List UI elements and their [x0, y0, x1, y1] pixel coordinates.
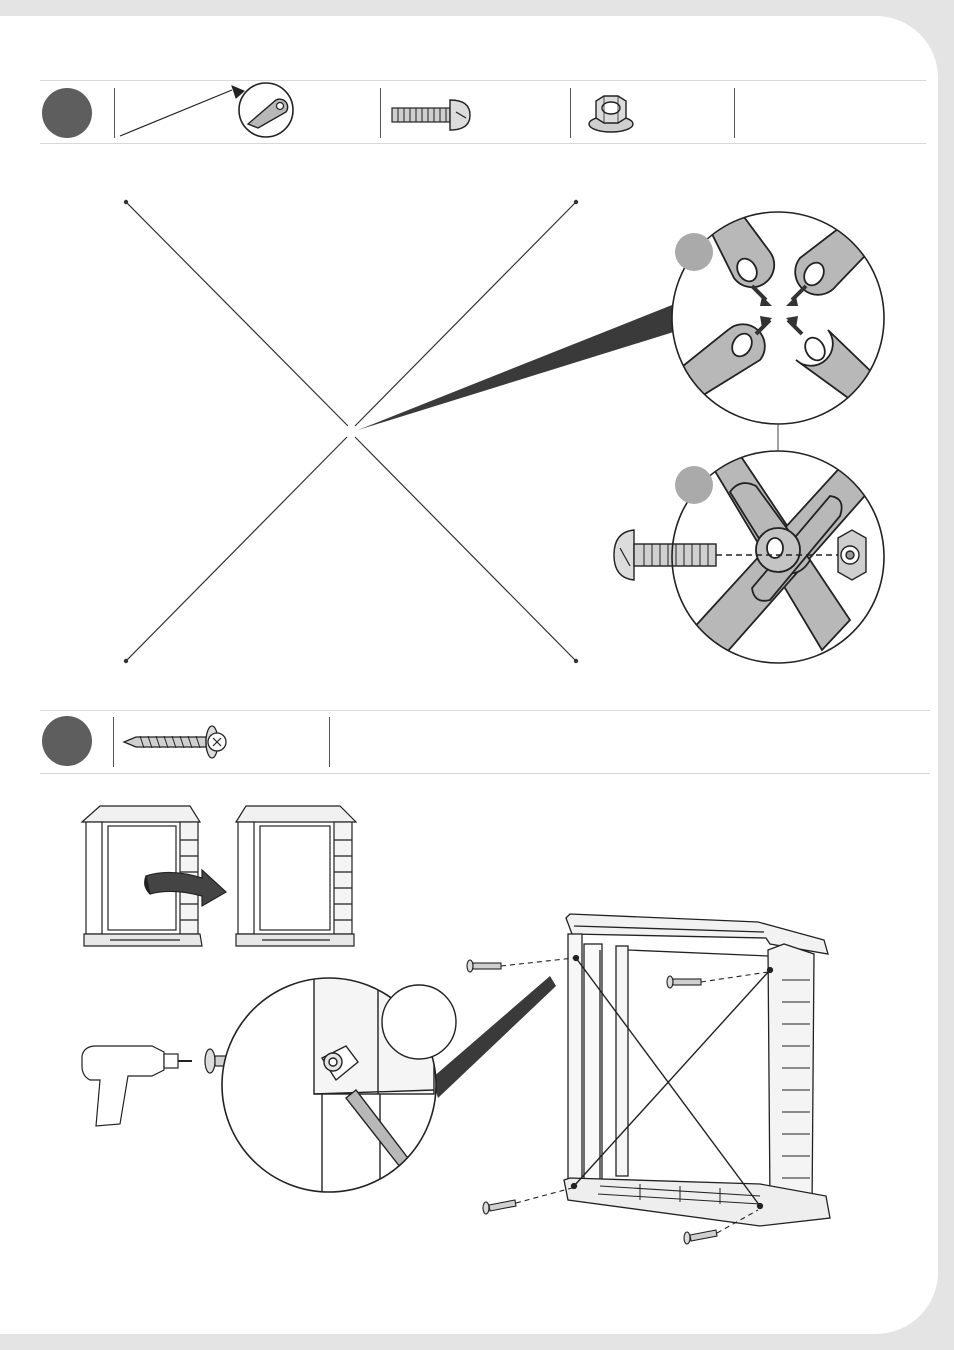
- x-brace-main: [124, 200, 577, 662]
- self-tapping-screw-part: [124, 726, 226, 758]
- brace-screw-bottom-left: [483, 1188, 572, 1214]
- brace-screw-top-right: [667, 972, 768, 988]
- brace-ends-alignment-detail: [668, 190, 884, 424]
- sub-step-marker: [675, 233, 713, 271]
- carriage-bolt-part: [392, 100, 470, 130]
- flip-unit-detail: [82, 806, 356, 946]
- detail-pointer: [358, 305, 680, 430]
- storage-unit-after: [236, 806, 356, 946]
- power-drill-icon: [82, 1046, 192, 1126]
- brace-install-overview: [564, 914, 830, 1226]
- diagonal-brace-part: [120, 83, 293, 137]
- flange-nut-part: [589, 96, 633, 132]
- sub-step-marker: [675, 466, 713, 504]
- screw-into-brace-detail: [222, 970, 456, 1200]
- bolt-and-nut-fastening-detail: [614, 440, 884, 663]
- brace-screw-top-left: [467, 958, 574, 972]
